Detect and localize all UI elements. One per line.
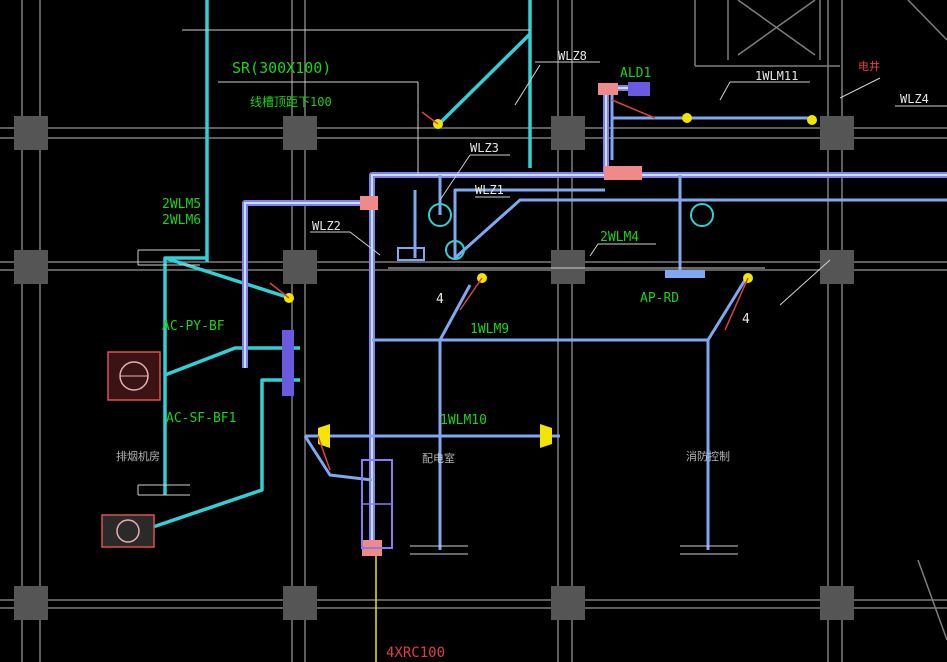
wlz1-label: WLZ1 xyxy=(475,183,504,197)
lamp-fixtures xyxy=(284,113,817,448)
wlz2-box xyxy=(397,247,425,261)
ac-sf-label: AC-SF-BF1 xyxy=(166,411,236,426)
incoming-label: 4XRC100 xyxy=(386,645,445,661)
ald1-panel xyxy=(628,82,650,96)
elevator-label: 电井 xyxy=(858,59,880,73)
wlm10-label: 1WLM10 xyxy=(440,413,487,428)
fan-units xyxy=(101,351,161,548)
switch-wiring xyxy=(269,99,749,471)
wlm6-label: 2WLM6 xyxy=(162,213,201,228)
wlz2-label: WLZ2 xyxy=(312,219,341,233)
wlm5-label: 2WLM5 xyxy=(162,197,201,212)
wlm11-label: 1WLM11 xyxy=(755,69,798,83)
wlz4-label: WLZ4 xyxy=(900,92,929,106)
wlz8-label: WLZ8 xyxy=(558,49,587,63)
cable-trays xyxy=(149,0,532,530)
wlm4-label: 2WLM4 xyxy=(600,230,639,245)
sr-tray-label: SR(300X100) xyxy=(232,59,331,77)
ac-py-label: AC-PY-BF xyxy=(162,319,225,334)
wlm9-label: 1WLM9 xyxy=(470,322,509,337)
distribution-panel xyxy=(361,459,393,549)
lamp-count-left: 4 xyxy=(436,292,444,307)
lamp-count-right: 4 xyxy=(742,312,750,327)
leader-lines xyxy=(137,29,947,555)
room-left-label: 配电室 xyxy=(422,451,455,465)
structural-columns xyxy=(14,116,854,620)
ald1-label: ALD1 xyxy=(620,66,651,81)
wall-panel xyxy=(282,330,294,396)
room-right-label: 消防控制 xyxy=(686,449,730,463)
branch-circuits xyxy=(303,88,947,550)
junction-boxes xyxy=(360,83,642,556)
wlz3-label: WLZ3 xyxy=(470,141,499,155)
circular-devices xyxy=(428,203,714,260)
room-exhaust-label: 排烟机房 xyxy=(116,449,160,463)
ap-rd-label: AP-RD xyxy=(640,291,679,306)
tray-note-label: 线槽顶距下100 xyxy=(250,95,332,109)
ap-rd-panel xyxy=(665,270,705,278)
